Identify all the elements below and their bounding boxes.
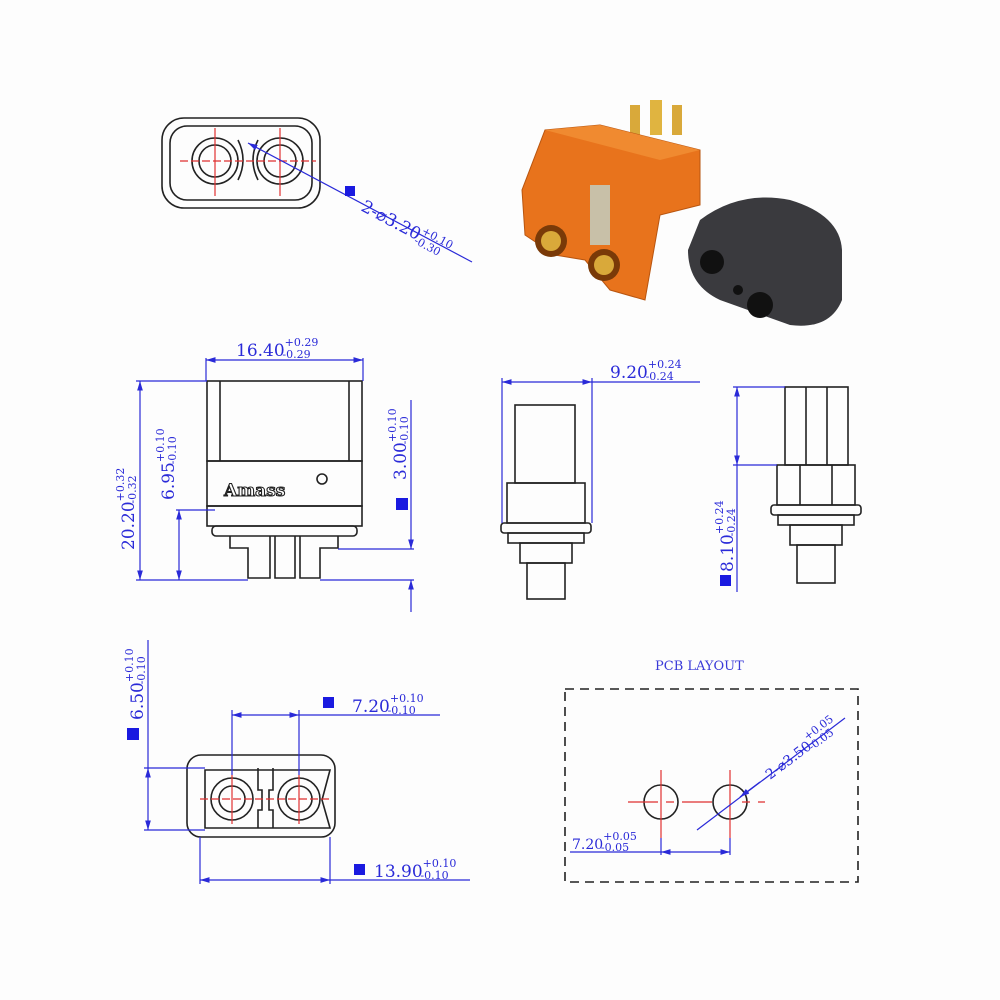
connector-photo — [521, 100, 842, 326]
side-view: 9.20+0.24-0.24 — [500, 358, 700, 600]
height-dimension: 20.20+0.32-0.32 — [114, 468, 139, 550]
pin-height-dimension: 6.95+0.10-0.10 — [154, 428, 179, 500]
width-dimension: 16.40+0.29-0.29 — [236, 336, 318, 361]
bottom-view: 7.20+0.10-0.10 13.90+0.10-0.10 6.50+0.10… — [123, 640, 470, 884]
pcb-layout: PCB LAYOUT 7.20+0.05-0.05 2-⌀3.50+0.05-0… — [564, 659, 859, 883]
rear-view: 8.10+0.24-0.24 — [713, 386, 862, 592]
bottom-height-dimension: 6.50+0.10-0.10 — [123, 648, 148, 720]
pcb-pitch-dimension: 7.20+0.05-0.05 — [572, 830, 637, 854]
face-hole-dimension: 2-⌀3.20+0.10-0.30 — [357, 194, 456, 262]
pcb-layout-title: PCB LAYOUT — [655, 659, 744, 674]
pin-offset-dimension: 3.00+0.10-0.10 — [386, 408, 411, 480]
bottom-width-dimension: 13.90+0.10-0.10 — [374, 857, 456, 882]
brand-logo: Amass — [223, 481, 285, 501]
pcb-hole-dimension: 2-⌀3.50+0.05-0.05 — [759, 712, 843, 784]
front-view: Amass 16.40+0.29-0.29 20.20+0.32-0.32 6.… — [114, 336, 414, 612]
side-height-dimension: 8.10+0.24-0.24 — [713, 500, 738, 572]
pin-pitch-dimension: 7.20+0.10-0.10 — [352, 692, 424, 717]
face-view: 2-⌀3.20+0.10-0.30 — [161, 117, 473, 263]
depth-dimension: 9.20+0.24-0.24 — [610, 358, 682, 383]
